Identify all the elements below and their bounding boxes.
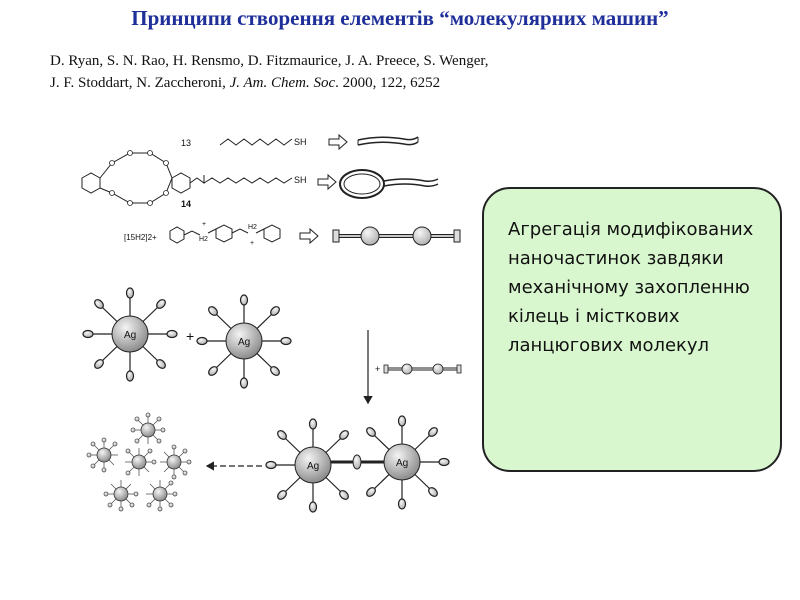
- ag-nanoparticle-3: Ag: [265, 418, 349, 513]
- dumbbell-small: [383, 363, 462, 375]
- phenyl-ring-right: [263, 224, 281, 243]
- ag-nanoparticle-4: Ag: [366, 415, 450, 510]
- ag-label-2: Ag: [238, 337, 250, 348]
- benzo-ring-right: [171, 172, 191, 194]
- compound-13-label: 13: [181, 138, 191, 148]
- open-arrow-14: [317, 173, 337, 191]
- citation-line-1: D. Ryan, S. N. Rao, H. Rensmo, D. Fitzma…: [50, 53, 489, 69]
- plus-sign-2: +: [375, 364, 380, 374]
- aggregate-particle: [125, 448, 157, 476]
- plus-sign-1: +: [186, 328, 194, 344]
- phenyl-ring-center: [215, 224, 233, 243]
- aggregate-particle: [86, 437, 118, 473]
- amine-h2-1: H2: [199, 236, 208, 243]
- citation-authors: J. F. Stoddart, N. Zaccheroni,: [50, 75, 230, 91]
- aggregate-particle: [160, 444, 192, 480]
- compound-15-label: [15H2]2+: [124, 233, 157, 242]
- citation-line-2: J. F. Stoddart, N. Zaccheroni, J. Am. Ch…: [50, 72, 750, 94]
- aggregate-particle: [146, 480, 178, 512]
- summary-callout-text: Агрегація модифікованих наночастинок зав…: [508, 219, 754, 356]
- ag-nanoparticle-2: Ag: [196, 294, 292, 389]
- alkyl-chain-13: [219, 138, 293, 146]
- open-arrow-13: [328, 133, 348, 151]
- thiol-label-14: SH: [294, 175, 307, 185]
- cartoon-ring-thiol-14: [339, 169, 439, 199]
- phenyl-ring-left: [169, 226, 185, 244]
- nanoparticle-aggregate: [86, 412, 192, 512]
- cartoon-dumbbell-15: [332, 226, 461, 246]
- ag-label-1: Ag: [124, 330, 136, 341]
- compound-15-row: [15H2]2+ + H2 H2 +: [124, 221, 461, 247]
- ag-label-4: Ag: [396, 458, 408, 469]
- bridging-dumbbell: [331, 454, 384, 470]
- open-arrow-15: [299, 227, 319, 245]
- citation: D. Ryan, S. N. Rao, H. Rensmo, D. Fitzma…: [50, 50, 750, 94]
- cartoon-chain-13: [357, 136, 419, 146]
- thiol-label-13: SH: [294, 137, 307, 147]
- slide-title: Принципи створення елементів “молекулярн…: [131, 6, 669, 30]
- benzo-ring-left: [81, 172, 101, 194]
- compound-14-label: 14: [181, 199, 191, 209]
- compound-13-row: 13 SH: [181, 133, 419, 151]
- amine-h2-2: H2: [248, 224, 257, 231]
- aggregate-particle: [130, 412, 166, 444]
- citation-reference: . 2000, 122, 6252: [335, 75, 441, 91]
- ag-label-3: Ag: [307, 461, 319, 472]
- ag-nanoparticle-1: Ag: [82, 287, 178, 382]
- summary-callout-box: Агрегація модифікованих наночастинок зав…: [482, 187, 782, 472]
- aggregate-particle: [103, 480, 139, 512]
- compound-14-row: SH 14: [81, 150, 439, 209]
- citation-journal: J. Am. Chem. Soc: [229, 75, 336, 91]
- charge-plus-2: +: [250, 240, 254, 247]
- ester-linker: [189, 175, 205, 184]
- charge-plus-1: +: [202, 221, 206, 228]
- alkyl-chain-14: [203, 177, 293, 184]
